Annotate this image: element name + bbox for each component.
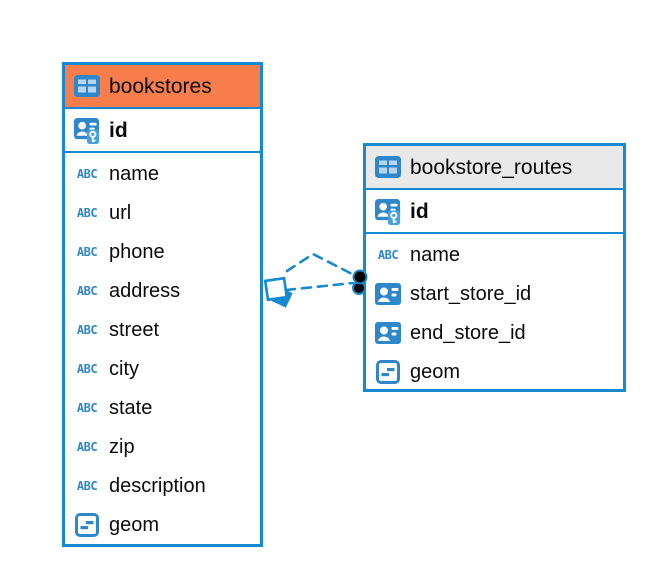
text-type-icon: ABC: [76, 205, 98, 220]
field-label: end_store_id: [410, 321, 526, 344]
field-label: url: [109, 201, 132, 224]
field-label: geom: [410, 360, 461, 383]
field-label: city: [109, 357, 139, 380]
field-row-description[interactable]: ABC description: [65, 466, 260, 505]
reference-type-icon: [374, 321, 402, 344]
field-row-url[interactable]: ABC url: [65, 193, 260, 232]
field-row-state[interactable]: ABC state: [65, 388, 260, 427]
field-row-geom[interactable]: geom: [366, 352, 623, 391]
connection-dot-front[interactable]: [352, 269, 368, 285]
primary-key-row[interactable]: id: [65, 109, 260, 153]
text-type-icon: ABC: [76, 439, 98, 454]
text-type-icon: ABC: [76, 244, 98, 259]
field-label: name: [109, 162, 160, 185]
field-row-zip[interactable]: ABC zip: [65, 427, 260, 466]
relationship-line-upper[interactable]: [285, 252, 358, 278]
field-label: geom: [109, 513, 160, 536]
field-label: phone: [109, 240, 165, 263]
relationship-line-lower[interactable]: [284, 281, 355, 292]
field-label: zip: [109, 435, 135, 458]
field-label: description: [109, 474, 206, 497]
text-type-icon: ABC: [377, 247, 399, 262]
primary-key-row[interactable]: id: [366, 190, 623, 234]
table-icon: [374, 156, 402, 178]
text-type-icon: ABC: [76, 478, 98, 493]
text-type-icon: ABC: [76, 283, 98, 298]
primary-key-label: id: [410, 199, 429, 223]
field-row-geom[interactable]: geom: [65, 505, 260, 544]
connection-handle-square[interactable]: [263, 276, 293, 308]
table-title: bookstores: [109, 74, 212, 98]
field-label: street: [109, 318, 160, 341]
table-bookstore-routes-header[interactable]: bookstore_routes: [366, 146, 623, 190]
field-label: state: [109, 396, 153, 419]
field-row-city[interactable]: ABC city: [65, 349, 260, 388]
field-row-phone[interactable]: ABC phone: [65, 232, 260, 271]
primary-key-label: id: [109, 118, 128, 142]
table-bookstores-header[interactable]: bookstores: [65, 65, 260, 109]
text-type-icon: ABC: [76, 322, 98, 337]
field-label: start_store_id: [410, 282, 532, 305]
table-title: bookstore_routes: [410, 155, 573, 179]
geometry-type-icon: [374, 359, 402, 384]
field-row-end_store_id[interactable]: end_store_id: [366, 313, 623, 352]
field-row-name[interactable]: ABC name: [65, 154, 260, 193]
table-icon: [73, 75, 101, 97]
text-type-icon: ABC: [76, 400, 98, 415]
field-row-name[interactable]: ABC name: [366, 235, 623, 274]
table-bookstore-routes[interactable]: bookstore_routes id ABC name: [363, 143, 626, 392]
field-label: address: [109, 279, 181, 302]
geometry-type-icon: [73, 512, 101, 537]
text-type-icon: ABC: [76, 361, 98, 376]
field-row-street[interactable]: ABC street: [65, 310, 260, 349]
text-type-icon: ABC: [76, 166, 98, 181]
field-label: name: [410, 243, 461, 266]
field-row-address[interactable]: ABC address: [65, 271, 260, 310]
primary-key-icon: [73, 117, 101, 144]
field-list: ABC name start_store_id end_store_id geom: [366, 234, 623, 391]
field-row-start_store_id[interactable]: start_store_id: [366, 274, 623, 313]
primary-key-icon: [374, 198, 402, 225]
reference-type-icon: [374, 282, 402, 305]
